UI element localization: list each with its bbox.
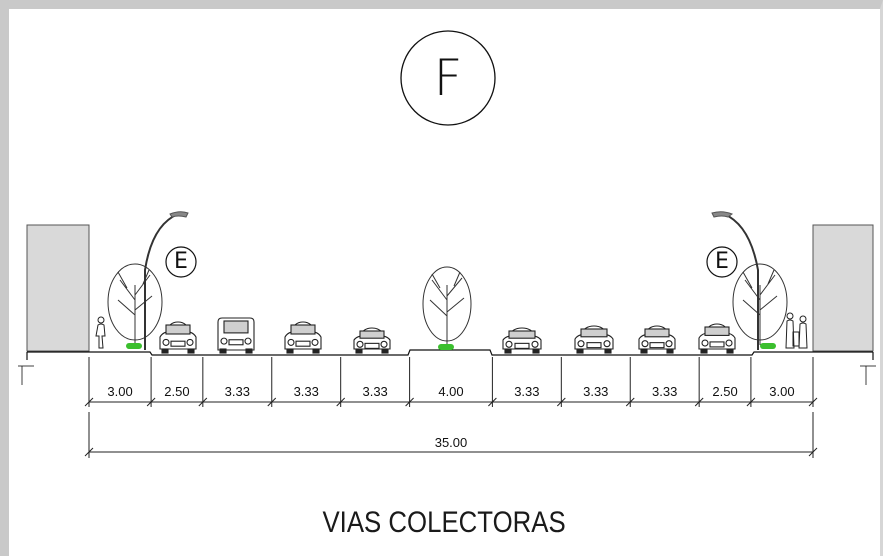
- dimension-tick-mark: [746, 397, 756, 407]
- dimension-tick-mark: [405, 397, 414, 407]
- street-lamp-right: [711, 211, 759, 350]
- planting-right: [760, 343, 776, 349]
- segment-width-label: 2.50: [164, 384, 190, 399]
- tree-left: [107, 263, 163, 345]
- building-left: [26, 224, 90, 352]
- dimension-tick-mark: [488, 397, 497, 407]
- section-letter: F: [433, 49, 463, 107]
- dimension-tick-mark: [84, 447, 94, 457]
- segment-width-label: 3.33: [652, 384, 678, 399]
- segment-width-label: 4.00: [438, 384, 464, 399]
- dimension-tick-mark: [556, 397, 566, 407]
- dimension-tick-mark: [808, 397, 818, 407]
- dimension-tick-mark: [146, 397, 156, 407]
- dimension-tick-mark: [336, 397, 346, 407]
- segment-width-label: 3.00: [769, 384, 795, 399]
- pedestrian-left: [95, 316, 106, 349]
- drawing-title: VIAS COLECTORAS: [322, 506, 566, 539]
- dimension-tick-mark: [625, 397, 635, 407]
- car-icon: [502, 327, 542, 354]
- car-icon: [698, 323, 736, 354]
- car-icon: [574, 325, 614, 354]
- segment-width-label: 3.33: [293, 384, 319, 399]
- segment-width-label: 3.33: [362, 384, 388, 399]
- car-icon: [353, 327, 391, 354]
- element-tag-right: E: [715, 249, 729, 274]
- car-icon: [638, 325, 676, 354]
- tree-right: [732, 263, 788, 345]
- dimension-tick-mark: [198, 397, 208, 407]
- street-lamp-left: [144, 211, 189, 350]
- street-profile: [18, 349, 876, 385]
- building-right: [812, 224, 874, 352]
- pedestrians-right: [785, 312, 808, 349]
- section-marker-circle: [400, 30, 496, 126]
- tag-circle-left: [165, 246, 197, 278]
- segment-width-label: 3.33: [224, 384, 250, 399]
- car-icon: [284, 321, 322, 354]
- segment-width-label: 3.33: [514, 384, 540, 399]
- dimension-tick-mark: [808, 447, 818, 457]
- segment-width-label: 3.00: [107, 384, 133, 399]
- segment-width-label: 3.33: [583, 384, 609, 399]
- planting-left: [126, 343, 142, 349]
- dimension-tick-mark: [694, 397, 704, 407]
- vehicles: [159, 317, 736, 354]
- dimension-tick-mark: [84, 397, 94, 407]
- total-width-label: 35.00: [434, 435, 468, 450]
- van-icon: [217, 317, 255, 354]
- tree-center: [422, 266, 472, 345]
- car-icon: [159, 321, 197, 354]
- segment-width-label: 2.50: [712, 384, 738, 399]
- element-tag-left: E: [174, 249, 188, 274]
- tag-circle-right: [706, 246, 738, 278]
- dimension-lines: [84, 357, 818, 458]
- dimension-tick-mark: [267, 397, 277, 407]
- planting-center: [438, 344, 454, 350]
